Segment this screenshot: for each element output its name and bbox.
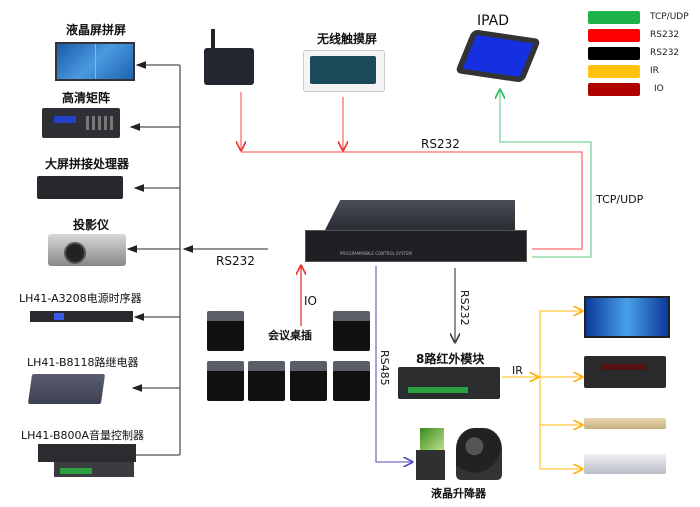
ptz-camera-icon (456, 428, 502, 480)
tv-icon (584, 296, 670, 338)
dvd-player-icon (584, 418, 666, 429)
ir-wire (502, 311, 582, 469)
volume-controller-icon (38, 444, 136, 462)
legend-swatch (588, 47, 640, 60)
touch-panel-icon (303, 50, 385, 92)
hd-matrix-icon (42, 108, 120, 138)
av-receiver-icon (584, 356, 666, 388)
lcd-lift-icon (416, 450, 445, 480)
hd-matrix-label: 高清矩阵 (62, 91, 111, 105)
conference-socket-icon (290, 361, 327, 401)
video-wall-label: 液晶屏拼屏 (66, 23, 127, 37)
touch-panel-label: 无线触摸屏 (317, 32, 378, 46)
tcp-udp-label: TCP/UDP (596, 193, 644, 206)
conference-socket-icon (207, 361, 244, 401)
ir-module-icon (398, 367, 500, 399)
legend-label: RS232 (650, 48, 680, 58)
projector-label: 投影仪 (73, 218, 110, 232)
legend-swatch (588, 83, 640, 96)
splicing-processor-icon (37, 176, 123, 199)
ir-label: IR (512, 364, 523, 377)
wireless-gateway-icon (204, 48, 254, 85)
controller-panel-text: PROGRAMMABLE CONTROL SYSTEM (340, 251, 412, 256)
legend-label: IO (654, 84, 664, 94)
ir-module-label: 8路红外模块 (416, 352, 485, 366)
legend-label: RS232 (650, 30, 680, 40)
tcp-udp-wire (500, 90, 592, 258)
conference-socket-icon (207, 311, 244, 351)
conference-socket-icon (248, 361, 285, 401)
video-wall-icon (55, 42, 135, 81)
rs232-top-wire (241, 92, 583, 250)
ipad-label: IPAD (477, 13, 510, 29)
legend-swatch (588, 65, 640, 78)
rs485-wire (375, 266, 412, 462)
legend-label: IR (650, 66, 659, 76)
conference-socket-icon (333, 311, 370, 351)
set-top-box-icon (584, 454, 666, 474)
rs232-top-label: RS232 (421, 137, 460, 151)
left-bus-wire (126, 61, 268, 456)
lcd-lift-label: 液晶升降器 (431, 487, 486, 500)
legend-swatch (588, 11, 640, 24)
legend-swatch (588, 29, 640, 42)
relay-icon (27, 374, 106, 404)
splicing-processor-label: 大屏拼接处理器 (45, 157, 130, 171)
antenna-icon (211, 29, 215, 51)
central-controller-icon: PROGRAMMABLE CONTROL SYSTEM (305, 200, 527, 262)
conference-socket-label: 会议桌插 (268, 329, 312, 342)
power-sequencer-label: LH41-A3208电源时序器 (19, 292, 142, 305)
conference-socket-icon (333, 361, 370, 401)
rs232-down-label: RS232 (458, 290, 471, 326)
legend-label: TCP/UDP (650, 12, 689, 22)
io-label: IO (304, 294, 317, 308)
rs232-left-label: RS232 (216, 254, 255, 268)
rs485-label: RS485 (378, 350, 391, 386)
lcd-lift-screen-icon (420, 428, 444, 450)
projector-icon (48, 234, 126, 266)
power-sequencer-icon (30, 311, 133, 322)
relay-label: LH41-B8118路继电器 (27, 356, 139, 369)
volume-controller-ports (54, 462, 134, 477)
volume-controller-label: LH41-B800A音量控制器 (21, 429, 145, 442)
